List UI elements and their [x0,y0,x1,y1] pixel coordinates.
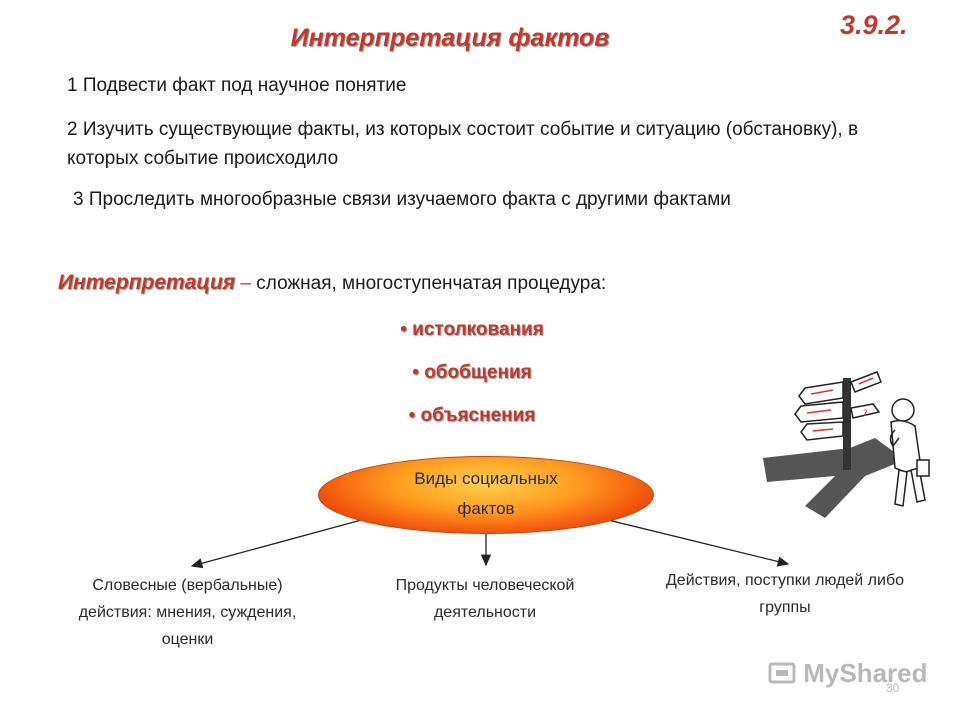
branch-human-products: Продукты человеческой деятельности [395,577,575,621]
definition-term: Интерпретация [58,271,236,294]
signpost-illustration: ? [763,371,930,518]
ellipse-label-1: Виды социальных [414,469,558,488]
definition-text: сложная, многоступенчатая процедура: [256,273,607,294]
social-facts-ellipse: Виды социальных фактов [318,456,654,534]
branch-verbal-actions: Словесные (вербальные) действия: мнения,… [78,577,297,648]
step-2: 2 Изучить существующие факты, из которых… [67,119,859,169]
definition: Интерпретация – сложная, многоступенчата… [58,271,606,295]
slide-number: 3.9.2. [840,10,908,40]
slide-title: Интерпретация фактов [290,24,610,52]
watermark-icon [768,662,796,684]
signpost-pole [843,378,851,470]
sign-5 [850,403,881,419]
stage-generalization: • обобщения [412,362,532,383]
briefcase [916,459,930,477]
sign-1 [798,381,844,405]
stage-interpretation: • истолкования [400,319,544,340]
ellipse-label-2: фактов [457,499,515,518]
sign-3 [800,421,844,441]
man-body [890,419,922,473]
arrow-left [190,518,366,569]
sign-4 [850,371,882,393]
stage-explanation: • объяснения [408,405,536,426]
arrow-right [603,518,790,567]
svg-text:?: ? [863,409,868,419]
page-number: 30 [886,681,900,695]
watermark-logo: MyShared [768,658,928,689]
step-3: 3 Проследить многообразные связи изучаем… [73,189,731,210]
step-1: 1 Подвести факт под научное понятие [67,75,407,96]
definition-dash: – [235,273,257,294]
branch-deeds: Действия, поступки людей либо группы [665,572,905,616]
crossroads-shadow [763,438,905,518]
watermark-text: MyShared [803,658,928,688]
